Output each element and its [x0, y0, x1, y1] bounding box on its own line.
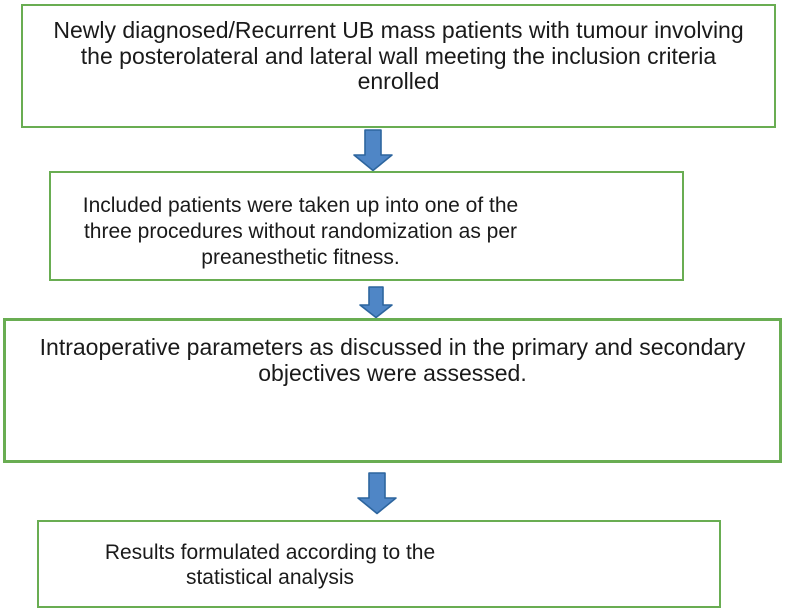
- flow-box-text-line: the posterolateral and lateral wall meet…: [80, 42, 717, 69]
- flow-box-text-line: objectives were assessed.: [258, 360, 527, 386]
- flow-box-text-line: three procedures without randomization a…: [83, 220, 518, 243]
- flow-box-enrollment: Newly diagnosed/Recurrent UB mass patien…: [21, 4, 776, 128]
- flow-box-results: Results formulated according to the stat…: [37, 520, 721, 608]
- flow-box-text-line: Results formulated according to the: [104, 541, 436, 564]
- flow-box-text-line: Intraoperative parameters as discussed i…: [39, 334, 746, 360]
- down-arrow-icon: [359, 286, 393, 319]
- down-arrow-icon: [357, 472, 397, 515]
- flow-box-allocation: Included patients were taken up into one…: [49, 171, 684, 281]
- flow-box-text-line: preanesthetic fitness.: [201, 246, 400, 269]
- flow-box-text-line: enrolled: [357, 68, 440, 94]
- flow-box-assessment: Intraoperative parameters as discussed i…: [3, 318, 782, 463]
- flow-box-text-line: Newly diagnosed/Recurrent UB mass patien…: [53, 17, 744, 43]
- flow-box-text-line: Included patients were taken up into one…: [82, 194, 519, 217]
- down-arrow-icon: [353, 129, 393, 172]
- flow-box-text-line: statistical analysis: [185, 566, 355, 589]
